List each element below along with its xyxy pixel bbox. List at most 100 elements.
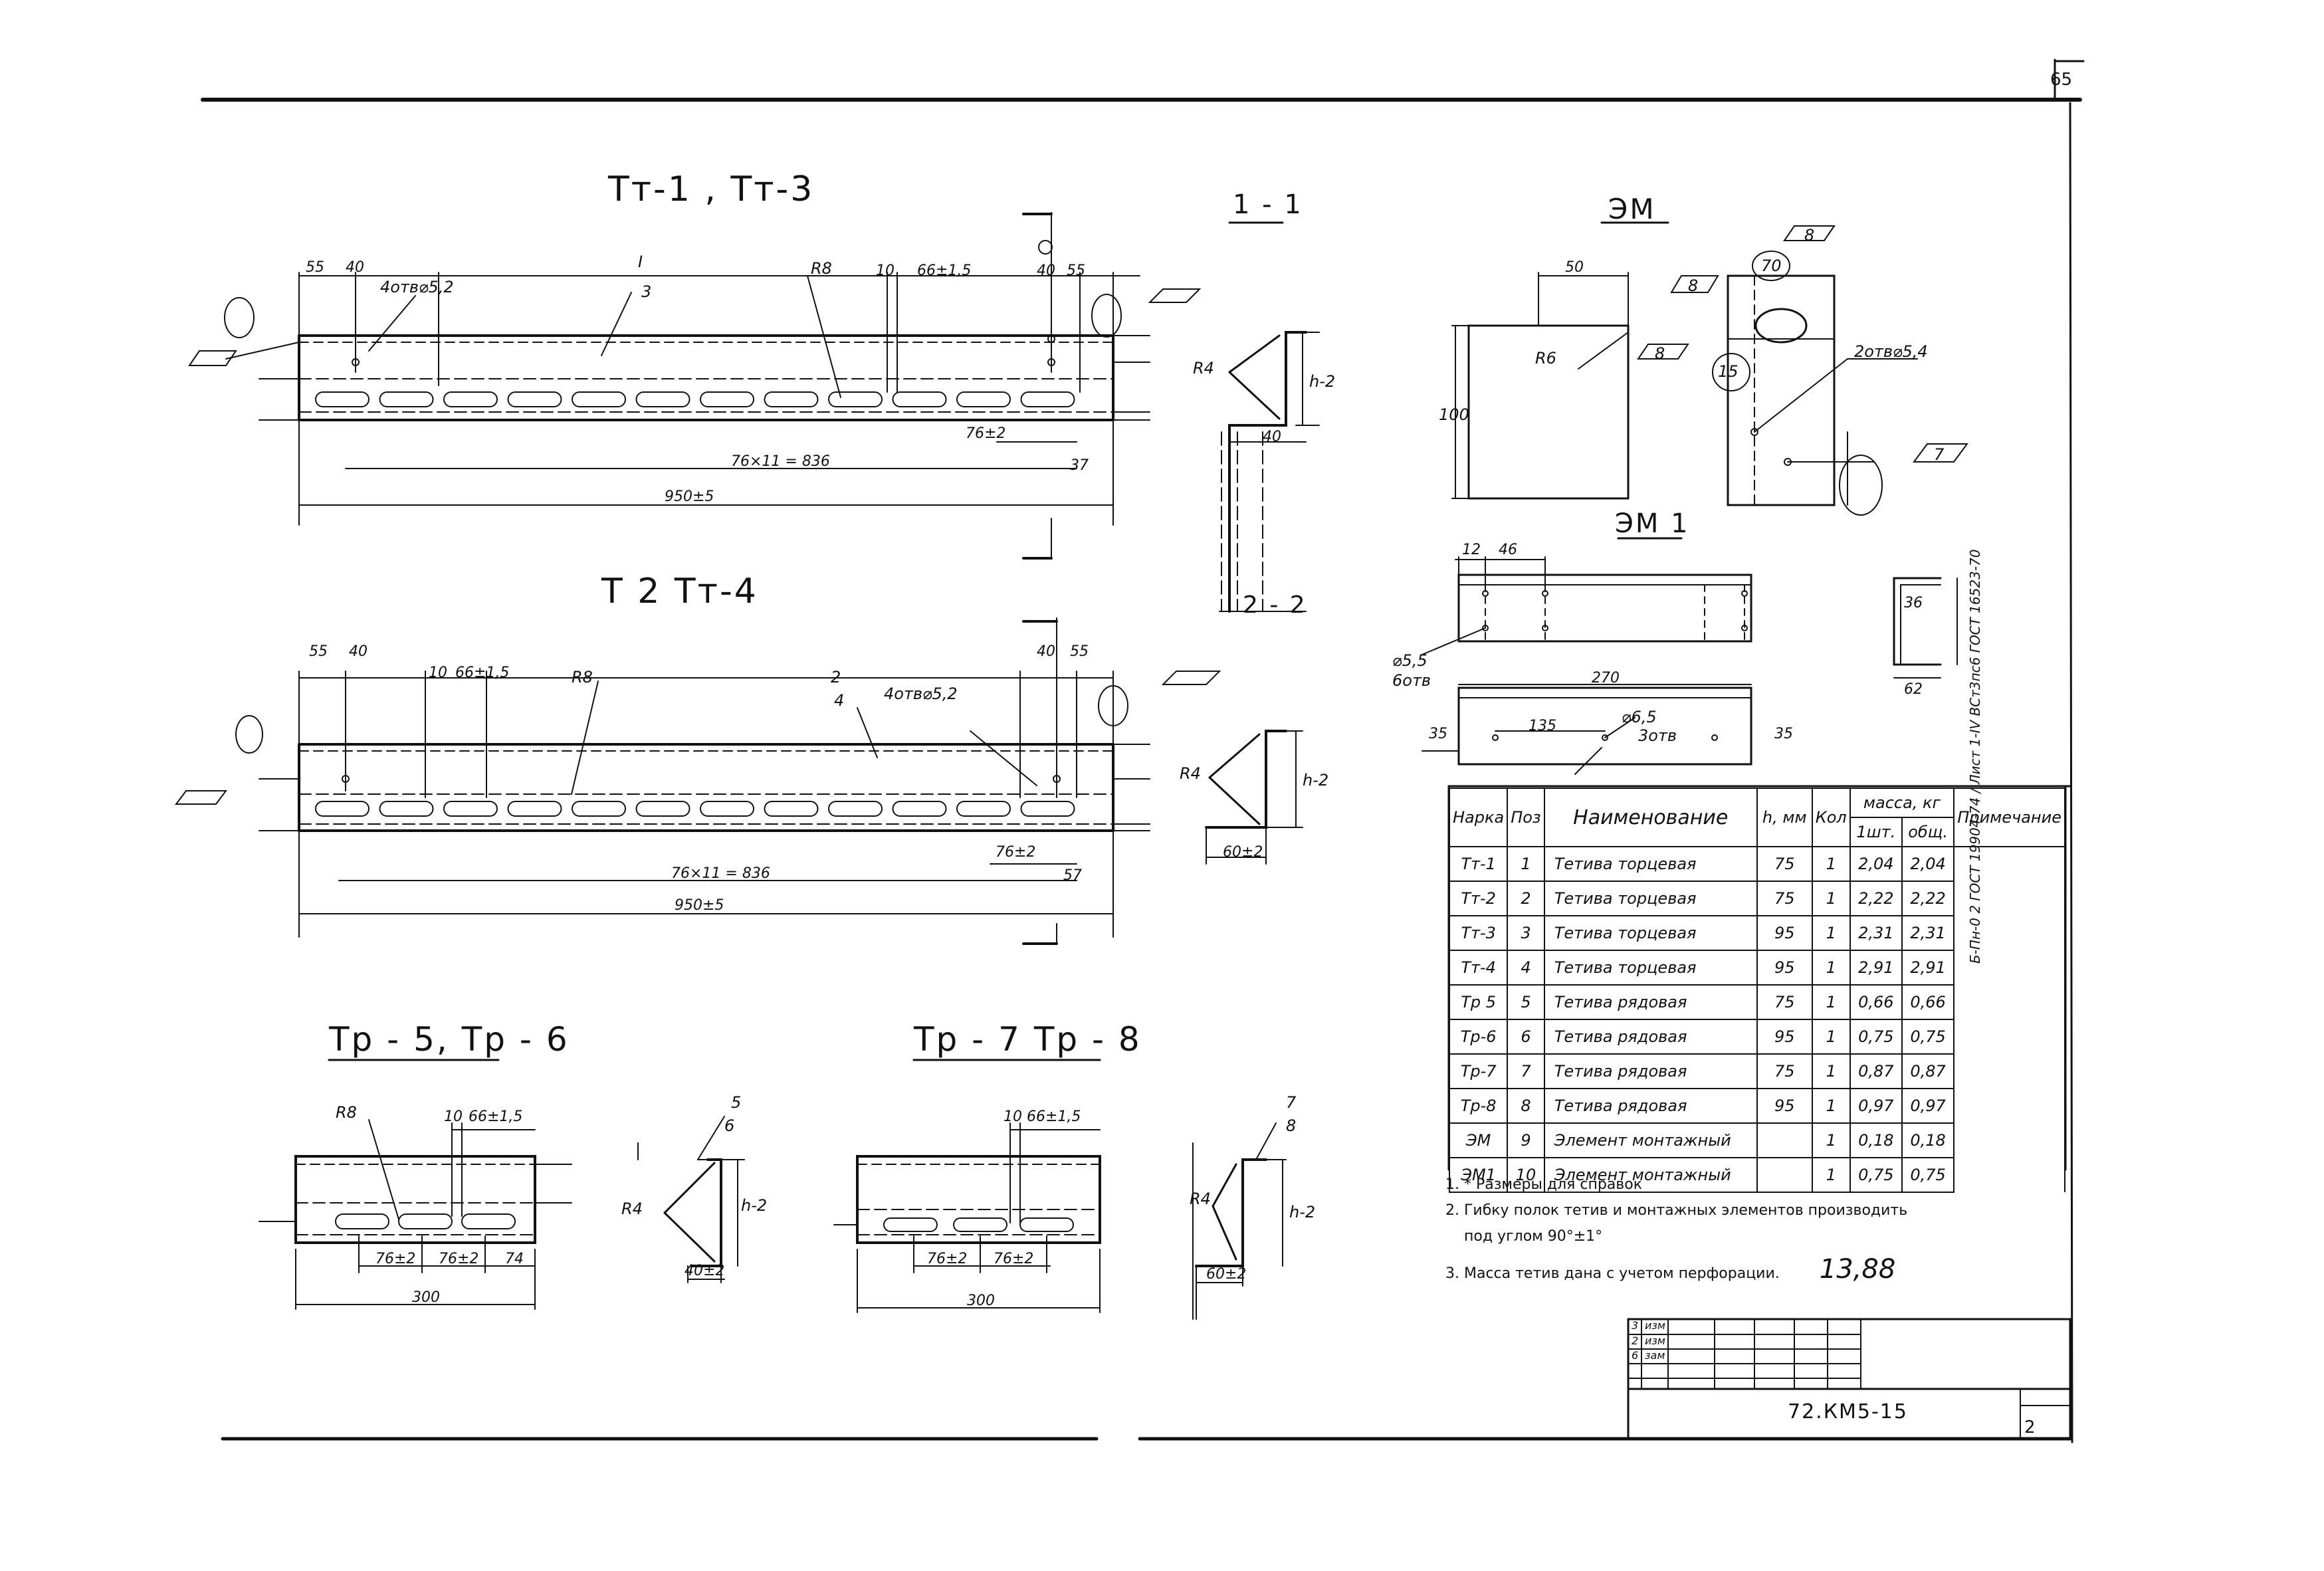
pos-2: 2 [831,668,841,686]
stamp-rev-6: 6 [1632,1349,1639,1362]
bom-cell-mark: Тр-7 [1448,1053,1509,1089]
em1-35a: 35 [1429,726,1447,742]
dim-40-t2: 40 [349,643,368,660]
em1-135: 135 [1529,718,1556,734]
bom-cell-mark: ЭМ1 [1448,1157,1509,1193]
perforation-slot [315,391,370,407]
bom-cell-one: 2,04 [1849,846,1903,882]
view-em [1451,221,1968,516]
bom-cell-mark: Тр-6 [1448,1019,1509,1055]
view-tr5-tr6 [259,1059,572,1310]
title-t2-tt4: Т 2 Тт-4 [601,572,758,611]
bom-cell-total: 0,97 [1901,1088,1955,1124]
bom-cell-h: 75 [1756,984,1813,1020]
detail-pos: 3 [641,282,652,301]
perforation-slot [315,801,370,817]
title-em1: ЭМ 1 [1615,508,1690,539]
dim-950: 950±5 [665,488,714,505]
pos-4: 4 [834,691,845,710]
perforation-slot [379,801,434,817]
radius-label-t2: R8 [572,668,593,686]
em-ref-7: 7 [1934,445,1945,464]
em1-d55: ⌀5,5 [1392,651,1427,670]
em1-36: 36 [1904,595,1923,611]
bom-cell-total: 0,75 [1901,1019,1955,1055]
em-15-70: 15 [1718,362,1739,381]
stamp-rev-2: 2 [1632,1334,1639,1347]
view-t2-tt4 [175,617,1221,945]
em1-3holes: 3отв [1638,726,1677,745]
perforation-slot [572,801,626,817]
dim-10-t2: 10 [429,665,447,681]
bom-cell-pos: 5 [1507,984,1545,1020]
bom-cell-remark [1953,847,2065,881]
bom-cell-name: Тетива рядовая [1543,1088,1758,1124]
bom-cell-remark [1953,950,2065,985]
em-50: 50 [1565,259,1584,276]
bom-cell-mark: Тт-2 [1448,881,1509,916]
bom-cell-one: 2,22 [1849,881,1903,916]
bom-cell-name: Элемент монтажный [1543,1157,1758,1193]
dim-40: 40 [346,259,364,276]
bom-cell-qty: 1 [1811,1088,1851,1124]
bom-cell-mark: Тт-3 [1448,915,1509,951]
note-2: 2. Гибку полок тетив и монтажных элемент… [1445,1202,1908,1219]
dim-55b-t2: 55 [1070,643,1089,660]
tr78s-8: 8 [1286,1116,1297,1135]
bom-cell-one: 2,91 [1849,950,1903,986]
dim-37: 37 [1070,457,1089,474]
total-mass: 13,88 [1819,1254,1896,1285]
section-tr5-tr6 [637,1116,745,1283]
perforation-slot [635,391,690,407]
bom-cell-remark [1953,1123,2065,1158]
bom-cell-pos: 9 [1507,1122,1545,1158]
s22-h: h-2 [1303,771,1329,789]
col-qty: Кол [1811,787,1851,847]
bom-cell-qty: 1 [1811,915,1851,951]
bom-cell-pos: 8 [1507,1088,1545,1124]
bom-cell-h: 95 [1756,915,1813,951]
bom-cell-name: Тетива рядовая [1543,984,1758,1020]
bom-cell-qty: 1 [1811,1019,1851,1055]
bom-cell-total: 0,87 [1901,1053,1955,1089]
em-holes: 2отв⌀5,4 [1854,342,1928,361]
bom-cell-remark [1953,1054,2065,1089]
s11-h: h-2 [1309,372,1336,391]
em-100: 100 [1439,405,1469,424]
col-name: Наименование [1543,787,1758,847]
radius-label: R8 [811,259,832,278]
perforation-slot [507,801,562,817]
bom-cell-one: 0,97 [1849,1088,1903,1124]
general-notes: 1. * Размеры для справок 2. Гибку полок … [1445,1176,1907,1294]
tr78s-h: h-2 [1289,1203,1316,1221]
bom-cell-name: Тетива торцевая [1543,881,1758,916]
tr56-300: 300 [412,1289,440,1306]
bom-cell-qty: 1 [1811,881,1851,916]
bom-cell-total: 2,04 [1901,846,1955,882]
em1-12: 12 [1462,542,1481,558]
perforation-slot [956,801,1011,817]
col-mass: масса, кг [1849,787,1955,818]
col-remark: Примечание [1953,787,2065,847]
bom-cell-remark [1953,1089,2065,1123]
section-1-1 [1219,221,1320,613]
perforation-slot [1020,801,1075,817]
s22-60: 60±2 [1223,844,1263,861]
tr56-74: 74 [505,1251,524,1267]
bom-cell-remark [1953,985,2065,1019]
bom-cell-name: Тетива торцевая [1543,950,1758,986]
em1-6holes: 6отв [1392,671,1431,690]
bom-cell-pos: 1 [1507,846,1545,882]
col-mass-total: общ. [1901,817,1955,847]
bom-cell-one: 2,31 [1849,915,1903,951]
col-mark: Нарка [1448,787,1509,847]
bom-cell-qty: 1 [1811,984,1851,1020]
title-tt1-tt3: Тт-1 , Тт-3 [608,169,815,209]
perforation-slot [443,801,498,817]
col-pos: Поз [1507,787,1545,847]
tr56-10: 10 [444,1108,463,1125]
bom-cell-total: 2,91 [1901,950,1955,986]
